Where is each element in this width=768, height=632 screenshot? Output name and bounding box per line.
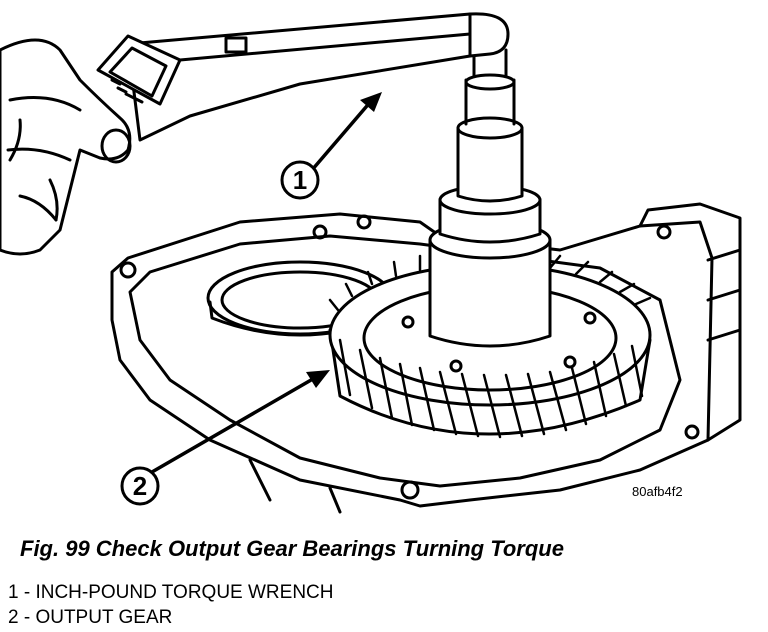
callout-2-circle — [120, 466, 160, 506]
technical-illustration: 1 2 — [0, 12, 742, 514]
output-gear — [328, 248, 652, 439]
figure-reference-code: 80afb4f2 — [632, 484, 683, 499]
callout-2-number: 2 — [133, 471, 147, 501]
legend-item: 2 - OUTPUT GEAR — [8, 607, 173, 628]
callout-1-number: 1 — [293, 165, 307, 195]
hand — [0, 38, 132, 256]
legend: 1 - INCH-POUND TORQUE WRENCH 2 - OUTPUT … — [8, 580, 333, 630]
figure-caption: Fig. 99 Check Output Gear Bearings Turni… — [20, 536, 564, 561]
leader-lines — [150, 92, 382, 474]
legend-item: 1 - INCH-POUND TORQUE WRENCH — [8, 582, 334, 603]
callout-1-circle — [280, 160, 320, 200]
socket-shaft — [428, 48, 552, 348]
torque-wrench — [96, 12, 510, 142]
